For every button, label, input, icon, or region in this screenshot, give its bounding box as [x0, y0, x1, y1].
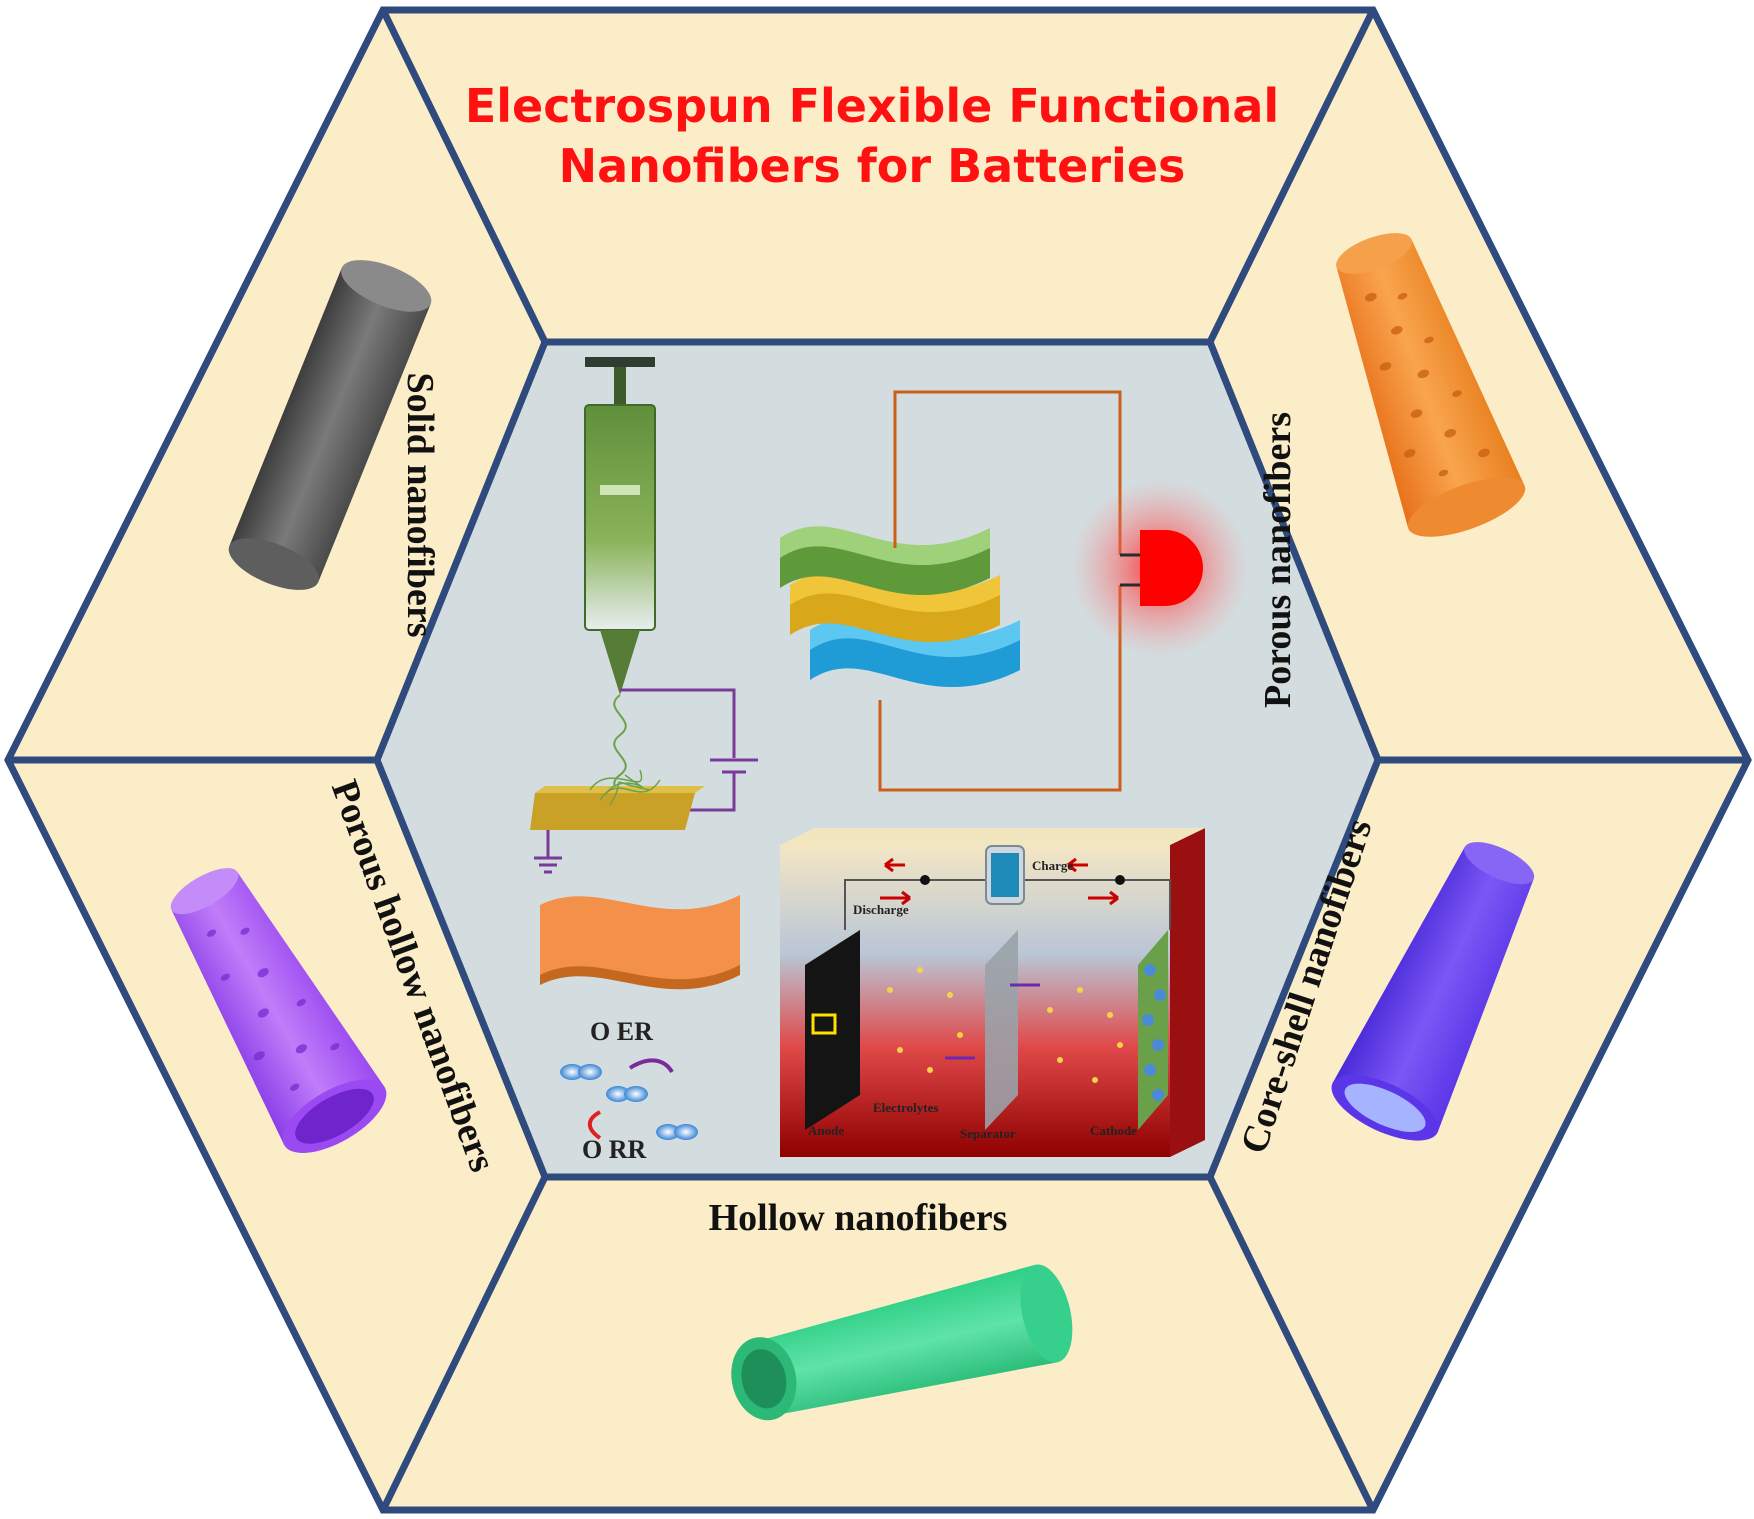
- battery-circuit: [878, 390, 1122, 792]
- molecule-icons: [560, 1064, 698, 1140]
- syringe-icon: [584, 357, 656, 806]
- title-line-2: Nanofibers for Batteries: [559, 139, 1186, 193]
- title-line-1: Electrospun Flexible Functional: [465, 79, 1279, 133]
- battery-cell-icon: [780, 828, 1205, 1157]
- label-hollow-nanofibers: Hollow nanofibers: [709, 1197, 1008, 1239]
- label-solid-nanofibers: Solid nanofibers: [399, 372, 441, 637]
- charge-label: Charge: [1032, 858, 1073, 873]
- discharge-label: Discharge: [853, 902, 909, 917]
- electrolytes-label: Electrolytes: [873, 1100, 938, 1115]
- porous-hollow-fiber-icon: [170, 868, 387, 1153]
- layered-electrodes-icon: [780, 526, 1020, 688]
- spinning-circuit: [534, 688, 758, 874]
- smartphone-icon: [985, 845, 1025, 905]
- segment-dividers: [8, 8, 1748, 1512]
- flexible-film-icon: [540, 895, 740, 990]
- anode-label: Anode: [808, 1123, 844, 1138]
- oer-label: O ER: [590, 1017, 653, 1046]
- led-icon: [1070, 478, 1250, 658]
- solid-fiber-icon: [228, 260, 432, 590]
- label-porous-nanofibers: Porous nanofibers: [1257, 412, 1299, 708]
- orr-label: O RR: [582, 1135, 647, 1164]
- orr-arrow-icon: [587, 1110, 602, 1140]
- porous-fiber-icon: [1336, 233, 1526, 537]
- hollow-fiber-icon: [731, 1264, 1073, 1421]
- oer-arrow-icon: [628, 1058, 674, 1074]
- separator-label: Separator: [960, 1126, 1016, 1141]
- core-shell-fiber-icon: [1331, 842, 1535, 1141]
- cathode-label: Cathode: [1090, 1123, 1137, 1138]
- collector-plate-icon: [530, 769, 705, 830]
